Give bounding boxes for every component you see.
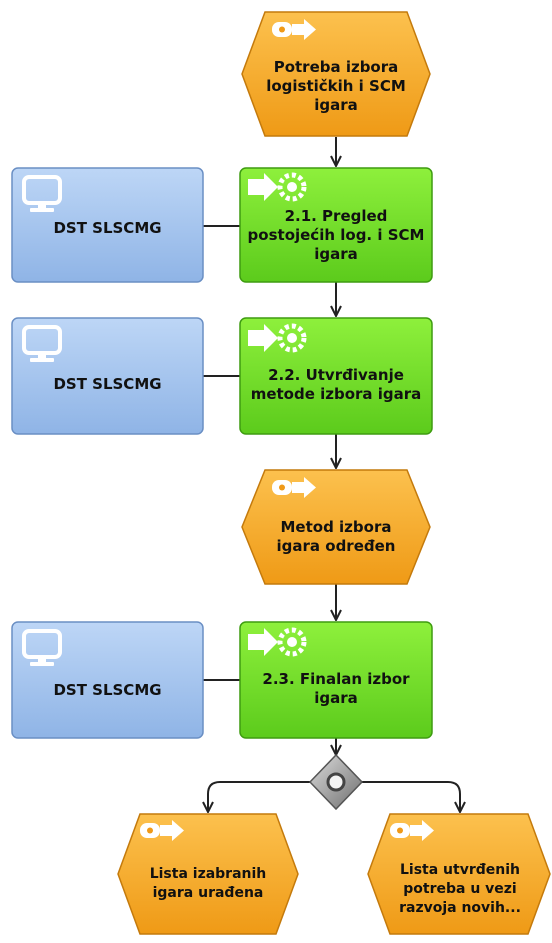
event-mid-label: Metod izbora igara određen	[276, 518, 396, 555]
event-icon	[390, 820, 434, 841]
event-icon	[140, 820, 184, 841]
function-1-label: 2.1. Pregled postojećih log. i SCM igara	[247, 206, 425, 263]
system-3-label: DST SLSCMG	[53, 680, 162, 699]
function-icon	[248, 323, 307, 353]
connectors	[203, 137, 460, 812]
system-2-label: DST SLSCMG	[53, 374, 162, 393]
function-2-label: 2.2. Utvrđivanje metode izbora igara	[250, 366, 422, 403]
event-mid[interactable]	[241, 469, 431, 585]
system-1-label: DST SLSCMG	[53, 218, 162, 237]
function-icon	[248, 172, 307, 202]
event-end-right-label: Lista utvrđenih potreba u vezi razvoja n…	[399, 861, 521, 916]
function-3[interactable]	[239, 621, 433, 739]
event-icon	[272, 19, 316, 40]
system-3[interactable]	[11, 621, 204, 739]
event-icon	[272, 477, 316, 498]
connector-gateway-to-right	[362, 781, 460, 812]
connector-gateway-to-left	[208, 781, 310, 812]
event-end-right[interactable]	[367, 813, 551, 935]
computer-icon	[22, 175, 62, 212]
function-3-label: 2.3. Finalan izbor igara	[262, 670, 410, 707]
event-start[interactable]	[241, 11, 431, 137]
function-icon	[248, 627, 307, 657]
computer-icon	[22, 325, 62, 362]
system-2[interactable]	[11, 317, 204, 435]
gateway-ring-icon	[326, 772, 346, 792]
event-end-left[interactable]	[117, 813, 299, 935]
computer-icon	[22, 629, 62, 666]
event-end-left-label: Lista izabranih igara urađena	[149, 866, 267, 901]
system-1[interactable]	[11, 167, 204, 283]
function-1[interactable]	[239, 167, 433, 283]
function-2[interactable]	[239, 317, 433, 435]
xor-gateway[interactable]	[308, 753, 364, 811]
event-start-label: Potreba izbora logističkih i SCM igara	[266, 57, 406, 114]
